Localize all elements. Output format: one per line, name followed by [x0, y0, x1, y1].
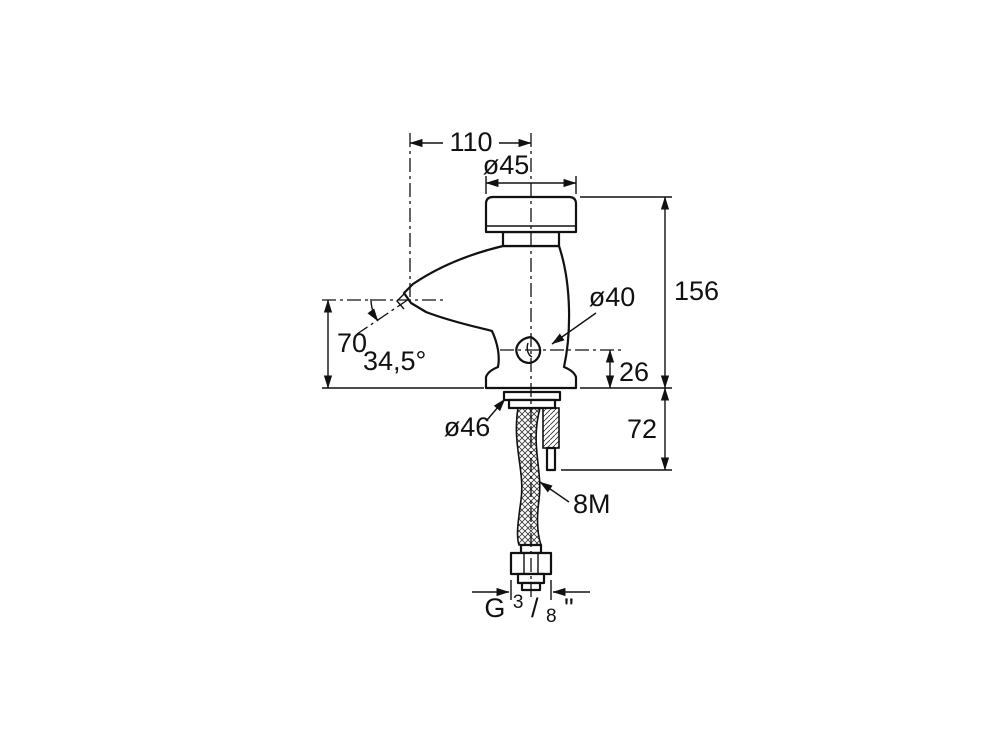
faucet-outline [396, 195, 578, 592]
aerator-nub [396, 293, 405, 310]
leader-dia46 [486, 398, 506, 421]
base-plate-upper [502, 390, 562, 402]
dimension-110: 110 [409, 127, 532, 157]
dimension-72: 72 [561, 387, 672, 471]
body-spout-outline [402, 244, 578, 390]
dimension-70: 70 [322, 299, 484, 389]
leader-dia40 [551, 312, 597, 345]
dimension-angle: 34,5° [363, 298, 426, 376]
base-plate-lower [507, 398, 557, 410]
dim-label-72: 72 [627, 414, 657, 444]
angle-arc [367, 298, 379, 322]
dimension-8m: 8M [539, 481, 611, 519]
dim-label-8m: 8M [573, 489, 611, 519]
dim-label-angle: 34,5° [363, 346, 426, 376]
dim-label-dia46: ø46 [444, 412, 491, 442]
g38-suffix: " [564, 593, 574, 623]
dimension-dia46: ø46 [444, 398, 506, 442]
handle-detail-line [526, 342, 533, 358]
leader-8m [539, 481, 570, 503]
spout-angle-axis [356, 298, 410, 335]
g38-prefix: G [484, 593, 505, 623]
dimension-156: 156 [580, 196, 719, 389]
dimension-dia45: ø45 [483, 150, 577, 194]
dim-label-dia40: ø40 [589, 282, 636, 312]
dim-label-26: 26 [619, 357, 649, 387]
dim-label-70: 70 [337, 328, 367, 358]
fixing-stud [545, 446, 557, 472]
dimension-26: 26 [605, 349, 649, 389]
dim-label-dia45: ø45 [483, 150, 530, 180]
fixing-shank [542, 407, 560, 449]
dimension-dia40: ø40 [551, 282, 636, 345]
dim-label-g38: G 3 / 8 " [484, 584, 573, 628]
dim-label-156: 156 [674, 276, 719, 306]
dim-label-110: 110 [449, 127, 492, 157]
centerlines [322, 133, 623, 600]
dimension-g38: G 3 / 8 " [472, 580, 590, 628]
dim-110-text-bg [443, 129, 499, 156]
flexible-hose [515, 407, 543, 546]
g38-denominator: 8 [546, 606, 557, 627]
g38-slash: / [531, 593, 539, 623]
g38-numerator: 3 [513, 592, 524, 613]
